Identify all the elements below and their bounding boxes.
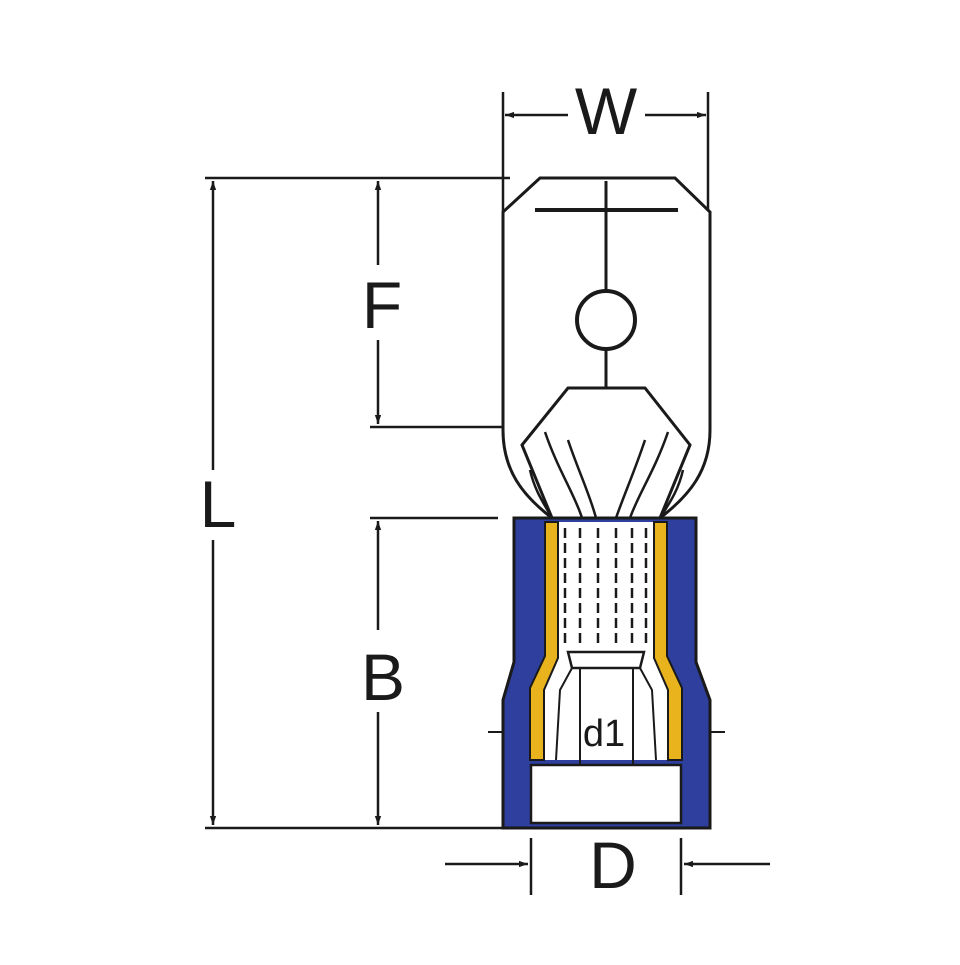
extension-lines xyxy=(205,92,710,895)
tab-length-label: F xyxy=(362,268,402,342)
barrel-length-label: B xyxy=(361,640,405,714)
barrel-interior xyxy=(538,522,678,760)
barrel-opening xyxy=(529,763,683,825)
barrel-serrations xyxy=(563,528,648,645)
width-label: W xyxy=(575,74,638,148)
yellow-sleeve-right xyxy=(653,521,683,761)
inner-diameter-label: d1 xyxy=(583,713,625,755)
barrel-funnel xyxy=(566,650,646,670)
terminal-tab xyxy=(501,176,712,520)
length-label: L xyxy=(200,467,237,541)
outer-diameter-label: D xyxy=(589,828,637,902)
tab-detent-hole xyxy=(575,289,637,351)
yellow-sleeve-left xyxy=(529,521,559,761)
insulated-barrel xyxy=(501,516,712,830)
